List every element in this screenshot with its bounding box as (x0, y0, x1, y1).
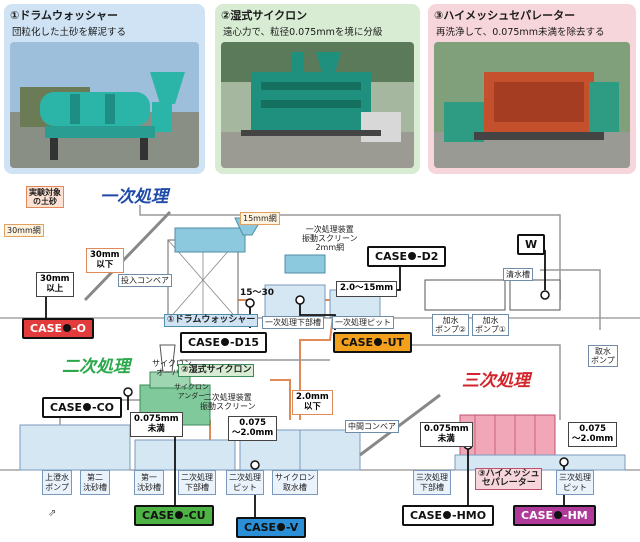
case-dot-icon (277, 523, 285, 531)
supernatant-pump-label: 上澄水 ポンプ (42, 470, 72, 495)
drum-washer-title: ①ドラムウォッシャー (164, 314, 258, 327)
pump2-label: 加水 ポンプ② (432, 314, 469, 336)
size-below-2: 2.0mm 以下 (292, 390, 333, 415)
case-v[interactable]: CASE -V (236, 517, 306, 538)
mesh-30-label: 30mm網 (4, 224, 44, 237)
case-d2[interactable]: CASE -D2 (367, 246, 446, 267)
case-suffix: -O (72, 322, 86, 335)
screen1-label: 一次処理装置 振動スクリーン 2mm網 (300, 224, 360, 253)
case-dot-icon (175, 511, 183, 519)
case-prefix: CASE (30, 322, 62, 335)
case-prefix: CASE (142, 509, 174, 522)
case-prefix: CASE (50, 401, 82, 414)
case-ut[interactable]: CASE -UT (333, 332, 412, 353)
case-suffix: -UT (383, 336, 404, 349)
tank2-lower-label: 二次処理 下部槽 (178, 470, 216, 495)
case-dot-icon (554, 511, 562, 519)
case-dot-icon (221, 338, 229, 346)
case-suffix: -CO (92, 401, 114, 414)
size-above-30: 30mm 以上 (36, 272, 74, 297)
case-dot-icon (408, 252, 416, 260)
case-suffix: -HMO (452, 509, 486, 522)
pump1-label: 加水 ポンプ① (472, 314, 509, 336)
case-prefix: CASE (188, 336, 220, 349)
case-prefix: CASE (375, 250, 407, 263)
case-suffix: -D2 (417, 250, 438, 263)
case-co[interactable]: CASE -CO (42, 397, 122, 418)
sed1-label: 第一 沈砂槽 (134, 470, 164, 495)
tank3-lower-label: 三次処理 下部槽 (413, 470, 451, 495)
target-soil-label: 実験対象 の土砂 (26, 186, 64, 208)
intake-pump-label: 取水 ポンプ (588, 345, 618, 367)
hms-title: ③ハイメッシュ セパレーター (475, 468, 542, 490)
cyclone-tank-label: サイクロン 取水槽 (272, 470, 318, 495)
case-suffix: -V (286, 521, 298, 534)
pit1-label: 一次処理ピット (332, 316, 394, 329)
size-under-0075-a: 0.075mm 未満 (130, 412, 183, 437)
size-range-0075-a: 0.075 ～2.0mm (228, 416, 277, 441)
case-dot-icon (443, 511, 451, 519)
case-suffix: -CU (184, 509, 206, 522)
case-cu[interactable]: CASE -CU (134, 505, 214, 526)
stage-secondary: 二次処理 (62, 352, 130, 377)
case-dot-icon (83, 403, 91, 411)
size-range-0075-b: 0.075 ～2.0mm (568, 422, 617, 447)
mid-conveyor-label: 中間コンベア (345, 420, 399, 433)
case-hmo[interactable]: CASE -HMO (402, 505, 494, 526)
case-o[interactable]: CASE -O (22, 318, 94, 339)
case-suffix: -HM (563, 509, 588, 522)
size-below-30: 30mm 以下 (86, 248, 124, 273)
case-w[interactable]: W (517, 234, 545, 255)
case-d15[interactable]: CASE -D15 (180, 332, 267, 353)
size-15-30: 15～30 (240, 285, 274, 298)
case-suffix: -D15 (230, 336, 259, 349)
case-prefix: CASE (521, 509, 553, 522)
sed2-label: 第二 沈砂槽 (80, 470, 110, 495)
size-under-0075-b: 0.075mm 未満 (420, 422, 473, 447)
screen2-label: 二次処理装置 振動スクリーン (198, 392, 258, 412)
wet-cyclone-title: ②湿式サイクロン (178, 364, 254, 377)
stage-tertiary: 三次処理 (462, 366, 530, 391)
case-dot-icon (63, 324, 71, 332)
clear-water-label: 清水槽 (503, 268, 533, 281)
mesh-15-label: 15mm網 (240, 212, 280, 225)
size-2-15: 2.0～15mm (336, 281, 397, 297)
case-suffix: W (525, 238, 537, 251)
stage-primary: 一次処理 (100, 182, 168, 207)
conveyor-in-label: 投入コンベア (118, 274, 172, 287)
tank1-lower-label: 一次処理下部槽 (262, 316, 324, 329)
case-prefix: CASE (410, 509, 442, 522)
case-hm[interactable]: CASE -HM (513, 505, 596, 526)
case-prefix: CASE (244, 521, 276, 534)
case-prefix: CASE (341, 336, 373, 349)
pit2-label: 二次処理 ピット (226, 470, 264, 495)
flow-arrow-icon: ⇗ (48, 508, 56, 519)
case-dot-icon (374, 338, 382, 346)
pit3-label: 三次処理 ピット (556, 470, 594, 495)
